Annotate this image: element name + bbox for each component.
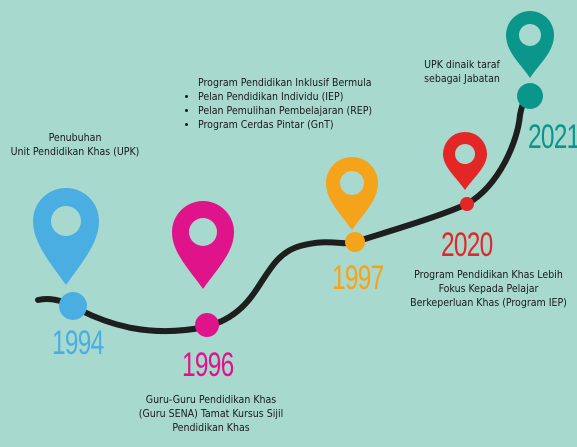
milestone-dot-1997	[345, 232, 365, 252]
milestone-bullet-list: Pelan Pendidikan Individu (IEP) Pelan Pe…	[180, 90, 385, 132]
milestone-heading: Program Pendidikan Inklusif Bermula	[198, 77, 372, 89]
milestone-line: Fokus Kepada Pelajar	[438, 283, 539, 295]
milestone-line: (Guru SENA) Tamat Kursus Sijil	[138, 408, 284, 420]
location-pin-icon-1994	[33, 188, 99, 285]
milestone-dot-2021	[517, 83, 543, 109]
milestone-line: UPK dinaik taraf	[424, 59, 500, 71]
pin-2020	[443, 132, 487, 211]
milestone-dot-1996	[195, 313, 219, 337]
milestone-text-1996: Guru-Guru Pendidikan Khas (Guru SENA) Ta…	[126, 393, 296, 435]
year-label-1994: 1994	[52, 324, 104, 362]
list-item: Program Cerdas Pintar (GnT)	[198, 118, 385, 132]
milestone-dot-2020	[460, 197, 474, 211]
list-item: Pelan Pemulihan Pembelajaran (REP)	[198, 104, 385, 118]
year-label-2020: 2020	[441, 226, 493, 264]
milestone-text-1994: Penubuhan Unit Pendidikan Khas (UPK)	[0, 131, 150, 159]
milestone-text-2020: Program Pendidikan Khas Lebih Fokus Kepa…	[400, 268, 577, 310]
pin-1994	[33, 188, 99, 320]
year-label-2021: 2021	[528, 118, 577, 156]
year-label-1996: 1996	[182, 346, 234, 384]
milestone-line: Berkeperluan Khas (Program IEP)	[410, 297, 567, 309]
milestone-line: Unit Pendidikan Khas (UPK)	[10, 146, 140, 158]
milestone-line: Program Pendidikan Khas Lebih	[414, 269, 563, 281]
milestone-line: sebagai Jabatan	[424, 73, 500, 85]
milestone-dot-1994	[59, 292, 87, 320]
list-item: Pelan Pendidikan Individu (IEP)	[198, 90, 385, 104]
pin-1996	[172, 201, 234, 337]
year-label-1997: 1997	[332, 259, 384, 297]
pin-2021	[506, 11, 554, 109]
pin-1997	[326, 157, 378, 252]
milestone-line: Guru-Guru Pendidikan Khas	[145, 394, 277, 406]
milestone-line: Penubuhan	[48, 132, 102, 144]
timeline-road	[35, 93, 533, 335]
milestone-line: Pendidikan Khas	[172, 422, 250, 434]
milestone-text-1997: Program Pendidikan Inklusif Bermula Pela…	[180, 76, 385, 132]
milestone-text-2021: UPK dinaik taraf sebagai Jabatan	[403, 58, 521, 86]
